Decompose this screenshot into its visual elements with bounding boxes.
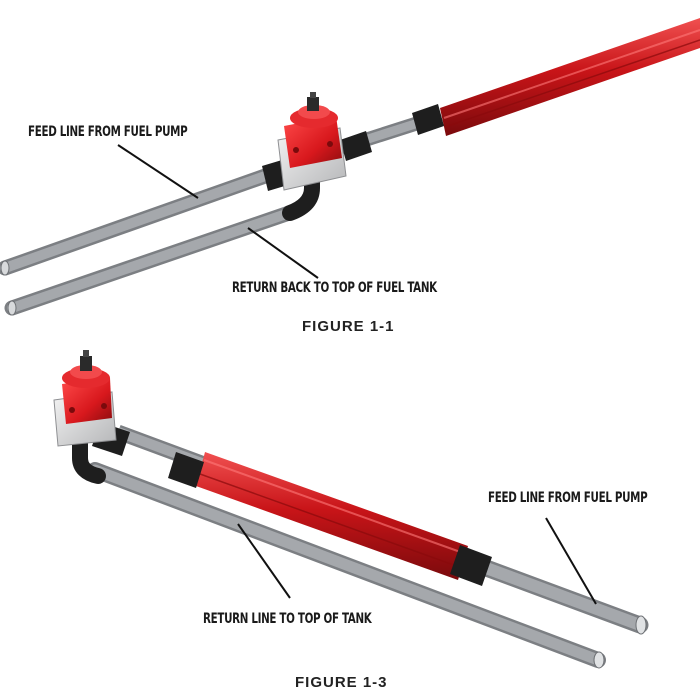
rail-outlet-fitting-bottom — [450, 545, 492, 586]
elbow-fitting-bottom — [72, 432, 106, 484]
feed-line-tube-top — [0, 167, 276, 276]
feed-leader-line-bottom — [545, 517, 597, 605]
regulator-outlet-fitting-top — [340, 131, 372, 161]
figure-1-3-assembly — [53, 350, 649, 669]
fuel-rail-bottom — [196, 452, 468, 580]
return-line-label-bottom: RETURN LINE TO TOP OF TANK — [203, 611, 372, 627]
rail-fitting-top — [412, 104, 444, 135]
figure-caption-bottom: FIGURE 1-3 — [295, 674, 388, 691]
return-leader-line-bottom — [237, 523, 291, 599]
feed-line-tube-bottom — [461, 553, 649, 635]
return-line-tube-bottom — [87, 462, 606, 669]
figure-caption-top: FIGURE 1-1 — [302, 318, 395, 335]
feed-line-label-bottom: FEED LINE FROM FUEL PUMP — [488, 490, 648, 506]
feed-leader-line-top — [117, 144, 199, 199]
fuel-pressure-regulator-top — [277, 92, 347, 191]
return-line-label-top: RETURN BACK TO TOP OF FUEL TANK — [232, 280, 437, 296]
figure-1-1-assembly — [0, 18, 700, 316]
return-leader-line-top — [247, 227, 319, 279]
elbow-fitting-top — [282, 172, 320, 221]
fuel-pressure-regulator-bottom — [53, 350, 117, 447]
rail-inlet-fitting-bottom — [168, 452, 204, 488]
feed-line-label-top: FEED LINE FROM FUEL PUMP — [28, 124, 188, 140]
return-line-tube-top — [4, 204, 300, 316]
fuel-rail-top — [440, 18, 700, 136]
